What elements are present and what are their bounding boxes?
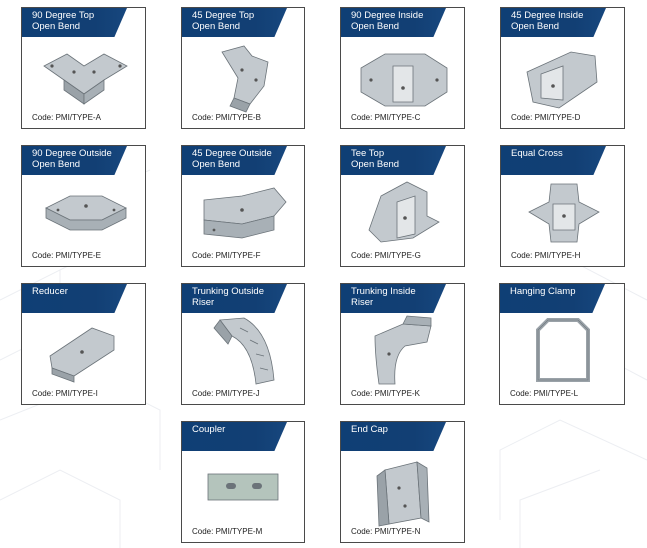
trunking-outside-riser-icon [213,317,275,385]
reducer-icon [49,327,115,383]
45-degree-outside-open-bend-icon [203,187,287,239]
trunking-inside-riser-icon [374,315,432,385]
product-code: Code: PMI/TYPE-K [351,389,420,398]
product-title: Coupler [182,422,287,451]
product-code: Code: PMI/TYPE-I [32,389,98,398]
product-code: Code: PMI/TYPE-N [351,527,421,536]
product-card-type-g[interactable]: Tee Top Open Bend Code: PMI/TYPE-G [340,145,465,267]
product-title: 45 Degree Top Open Bend [182,8,287,37]
product-title: Trunking Outside Riser [182,284,287,313]
product-title: Trunking Inside Riser [341,284,446,313]
product-title: End Cap [341,422,446,451]
product-code: Code: PMI/TYPE-J [192,389,260,398]
tee-top-open-bend-icon [368,181,440,243]
product-card-type-l[interactable]: Hanging Clamp Code: PMI/TYPE-L [499,283,625,405]
product-title: 90 Degree Outside Open Bend [22,146,127,175]
45-degree-top-open-bend-icon [221,45,269,113]
product-title: 90 Degree Top Open Bend [22,8,127,37]
hanging-clamp-icon [536,318,590,382]
product-card-type-n[interactable]: End Cap Code: PMI/TYPE-N [340,421,465,543]
product-code: Code: PMI/TYPE-C [351,113,421,122]
45-degree-inside-open-bend-icon [526,51,598,109]
product-card-type-a[interactable]: 90 Degree Top Open Bend Code: PMI/TYPE-A [21,7,146,129]
product-title: Reducer [22,284,127,313]
product-title: 90 Degree Inside Open Bend [341,8,446,37]
product-code: Code: PMI/TYPE-D [511,113,581,122]
90-degree-outside-open-bend-icon [45,195,127,231]
product-title: Hanging Clamp [500,284,605,313]
product-code: Code: PMI/TYPE-A [32,113,101,122]
product-title: 45 Degree Outside Open Bend [182,146,287,175]
90-degree-top-open-bend-icon [43,53,128,105]
coupler-icon [207,473,279,501]
90-degree-inside-open-bend-icon [360,53,448,107]
product-title: 45 Degree Inside Open Bend [501,8,606,37]
product-card-type-j[interactable]: Trunking Outside Riser Code: PMI/TYPE-J [181,283,305,405]
product-code: Code: PMI/TYPE-L [510,389,579,398]
product-card-type-e[interactable]: 90 Degree Outside Open Bend Code: PMI/TY… [21,145,146,267]
product-card-type-d[interactable]: 45 Degree Inside Open Bend Code: PMI/TYP… [500,7,625,129]
product-card-type-k[interactable]: Trunking Inside Riser Code: PMI/TYPE-K [340,283,465,405]
product-card-type-b[interactable]: 45 Degree Top Open Bend Code: PMI/TYPE-B [181,7,305,129]
product-code: Code: PMI/TYPE-H [511,251,581,260]
product-card-type-c[interactable]: 90 Degree Inside Open Bend Code: PMI/TYP… [340,7,465,129]
product-title: Tee Top Open Bend [341,146,446,175]
product-card-type-h[interactable]: Equal Cross Code: PMI/TYPE-H [500,145,625,267]
product-code: Code: PMI/TYPE-F [192,251,261,260]
product-code: Code: PMI/TYPE-G [351,251,421,260]
end-cap-icon [376,461,430,527]
product-card-type-m[interactable]: Coupler Code: PMI/TYPE-M [181,421,305,543]
product-card-type-i[interactable]: Reducer Code: PMI/TYPE-I [21,283,146,405]
product-card-type-f[interactable]: 45 Degree Outside Open Bend Code: PMI/TY… [181,145,305,267]
product-title: Equal Cross [501,146,606,175]
equal-cross-icon [528,183,600,243]
product-code: Code: PMI/TYPE-M [192,527,263,536]
product-code: Code: PMI/TYPE-E [32,251,101,260]
product-code: Code: PMI/TYPE-B [192,113,261,122]
